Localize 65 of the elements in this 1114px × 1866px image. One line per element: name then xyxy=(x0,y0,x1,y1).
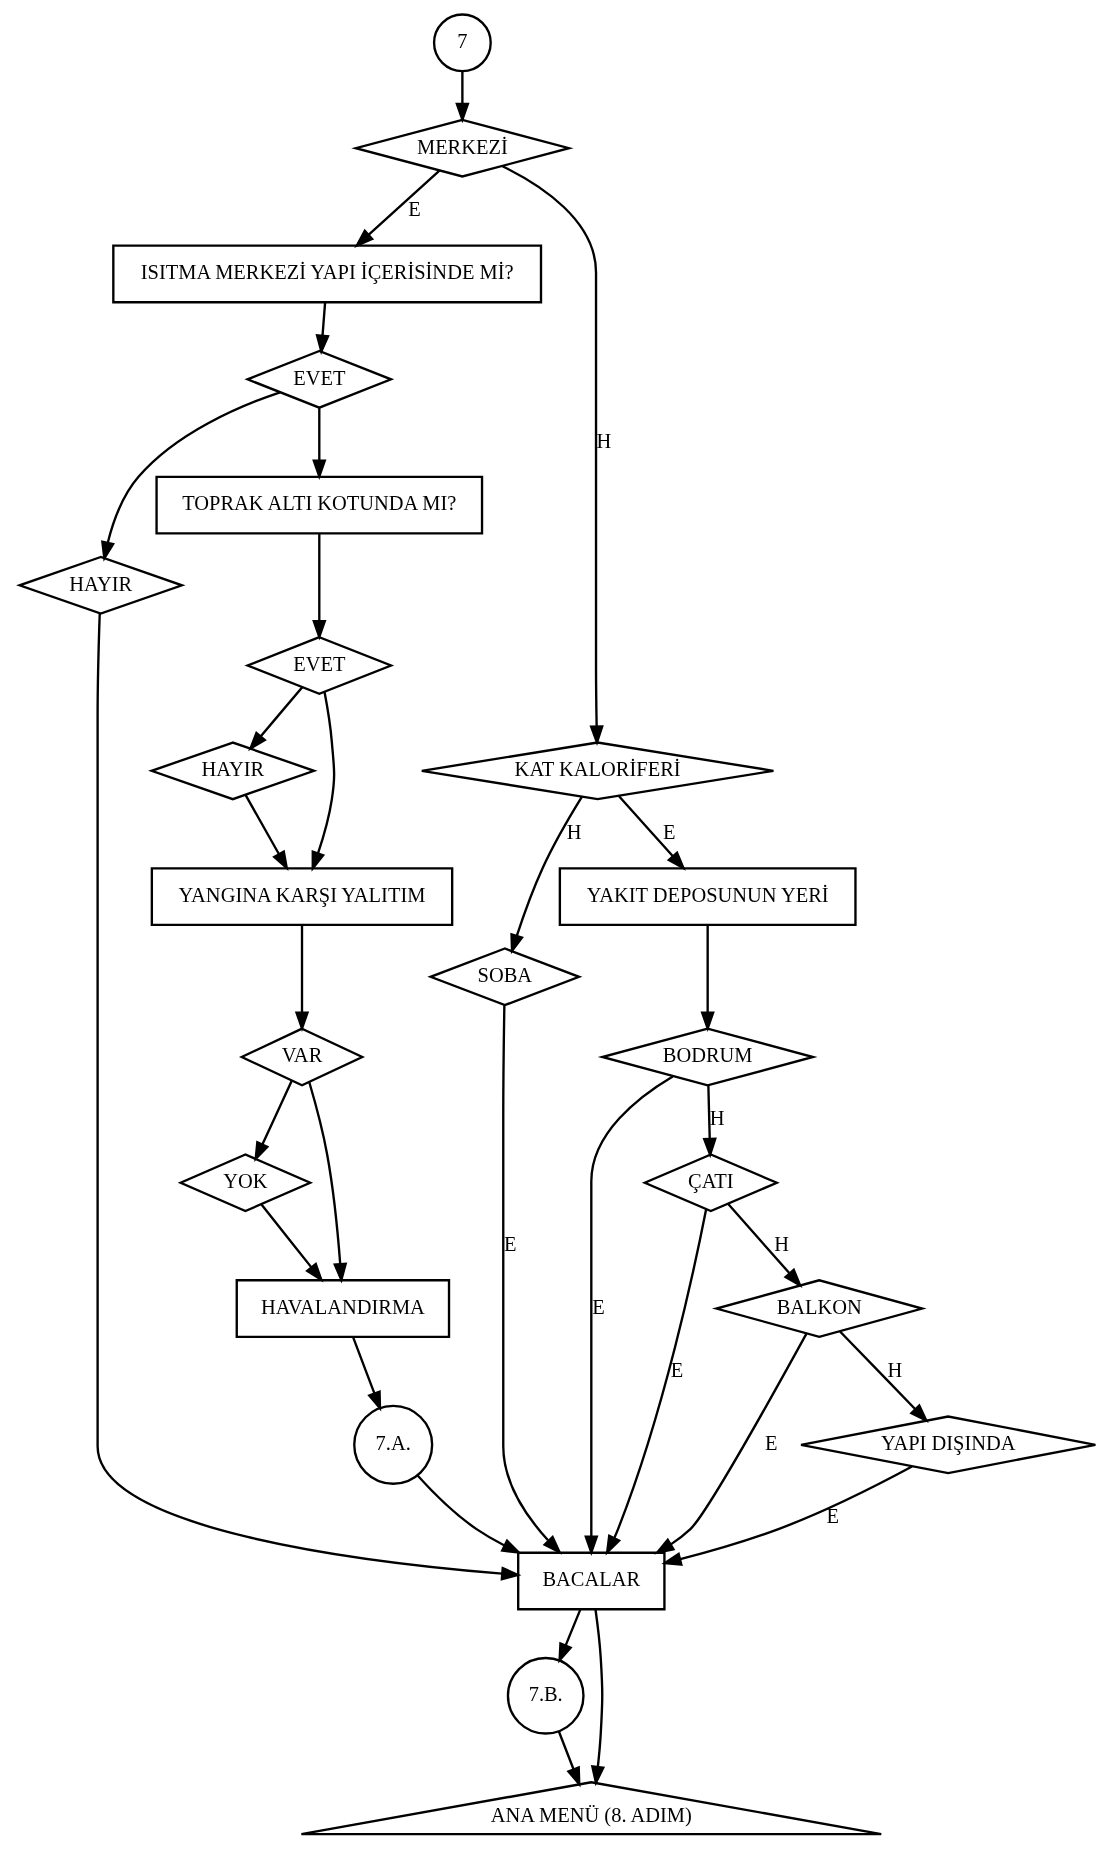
arrow xyxy=(605,1208,707,1556)
node-diamond: KAT KALORİFERİ xyxy=(420,741,775,801)
node-diamond: YOK xyxy=(177,1153,313,1213)
arrow xyxy=(509,796,583,955)
arrow xyxy=(501,165,604,746)
edge-label: H xyxy=(886,1358,902,1381)
arrow xyxy=(351,1336,381,1412)
arrow xyxy=(617,795,686,871)
edge-label: H xyxy=(773,1233,789,1256)
edge-label: E xyxy=(825,1505,839,1528)
node-box: YAKIT DEPOSUNUN YERİ xyxy=(558,867,857,927)
arrow xyxy=(307,1081,347,1284)
edge-label: E xyxy=(764,1432,778,1455)
arrow xyxy=(353,169,440,248)
arrow xyxy=(311,691,335,872)
arrow xyxy=(311,534,326,641)
node-box: BACALAR xyxy=(516,1551,666,1611)
edge-label: H xyxy=(566,821,581,844)
arrow xyxy=(247,686,303,752)
arrow xyxy=(557,1609,581,1664)
arrow xyxy=(653,1333,807,1555)
arrow xyxy=(100,391,280,562)
edge-label: E xyxy=(407,198,421,221)
arrow xyxy=(583,1075,673,1556)
node-diamond: ÇATI xyxy=(641,1153,780,1213)
node-diamond: SOBA xyxy=(426,947,582,1007)
edge-label: E xyxy=(503,1233,517,1256)
arrow xyxy=(260,1203,323,1283)
node-circle: 7 xyxy=(432,13,492,73)
node-diamond: VAR xyxy=(238,1027,365,1087)
node-diamond: BODRUM xyxy=(597,1027,818,1087)
node-circle: 7.B. xyxy=(506,1656,585,1735)
node-box: HAVALANDIRMA xyxy=(235,1279,450,1339)
arrow xyxy=(95,613,521,1581)
arrow xyxy=(702,1085,717,1159)
node-diamond: EVET xyxy=(243,349,394,409)
node-diamond: EVET xyxy=(243,635,394,696)
arrow xyxy=(244,794,288,872)
node-box: ISITMA MERKEZİ YAPI İÇERİSİNDE Mİ? xyxy=(111,244,542,304)
arrow xyxy=(253,1080,293,1163)
arrow xyxy=(315,302,330,355)
node-circle: 7.A. xyxy=(352,1404,433,1485)
edge-label: E xyxy=(662,821,675,844)
node-diamond: MERKEZİ xyxy=(350,118,574,178)
node-diamond: BALKON xyxy=(711,1279,927,1339)
arrow xyxy=(557,1731,581,1788)
arrow xyxy=(838,1330,929,1424)
edge-label: H xyxy=(596,429,611,452)
edge-label: H xyxy=(709,1107,724,1130)
node-diamond: HAYIR xyxy=(147,741,318,801)
node-box: YANGINA KARŞI YALITIM xyxy=(150,867,453,927)
node-diamond: YAPI DIŞINDA xyxy=(799,1415,1097,1475)
arrow xyxy=(416,1474,522,1555)
arrow xyxy=(590,1609,605,1787)
arrow xyxy=(726,1203,802,1288)
arrow xyxy=(454,71,470,124)
arrow xyxy=(311,408,326,480)
arrow xyxy=(294,925,309,1032)
node-box: TOPRAK ALTI KOTUNDA MI? xyxy=(154,475,483,535)
arrow xyxy=(660,1465,913,1566)
node-diamond: HAYIR xyxy=(15,555,185,615)
arrow xyxy=(700,925,715,1032)
edge-label: E xyxy=(591,1295,605,1318)
edge-label: E xyxy=(670,1358,683,1381)
arrow xyxy=(501,1005,562,1555)
